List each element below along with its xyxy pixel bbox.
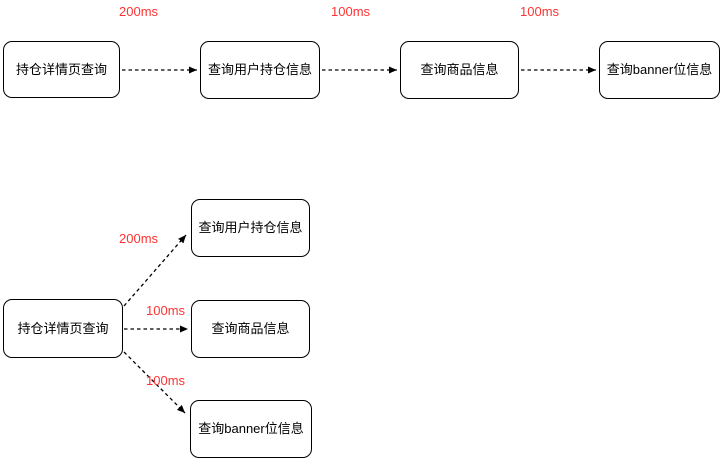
serial-node-product-info: 查询商品信息 bbox=[400, 41, 519, 99]
parallel-arrow-1 bbox=[123, 234, 187, 307]
parallel-node-position-detail-query: 持仓详情页查询 bbox=[3, 299, 123, 358]
parallel-latency-label-2: 100ms bbox=[146, 303, 186, 318]
serial-latency-label-3: 100ms bbox=[520, 4, 560, 19]
serial-node-position-detail-query: 持仓详情页查询 bbox=[3, 41, 120, 98]
parallel-node-user-position-info: 查询用户持仓信息 bbox=[191, 199, 310, 257]
serial-node-banner-info: 查询banner位信息 bbox=[599, 41, 720, 99]
parallel-latency-label-1: 200ms bbox=[119, 231, 159, 246]
serial-latency-label-1: 200ms bbox=[119, 4, 159, 19]
serial-latency-label-2: 100ms bbox=[331, 4, 371, 19]
parallel-node-banner-info: 查询banner位信息 bbox=[190, 400, 312, 458]
parallel-latency-label-3: 100ms bbox=[146, 373, 186, 388]
serial-node-user-position-info: 查询用户持仓信息 bbox=[200, 41, 320, 99]
parallel-node-product-info: 查询商品信息 bbox=[191, 300, 310, 358]
parallel-arrow-3 bbox=[123, 351, 186, 414]
